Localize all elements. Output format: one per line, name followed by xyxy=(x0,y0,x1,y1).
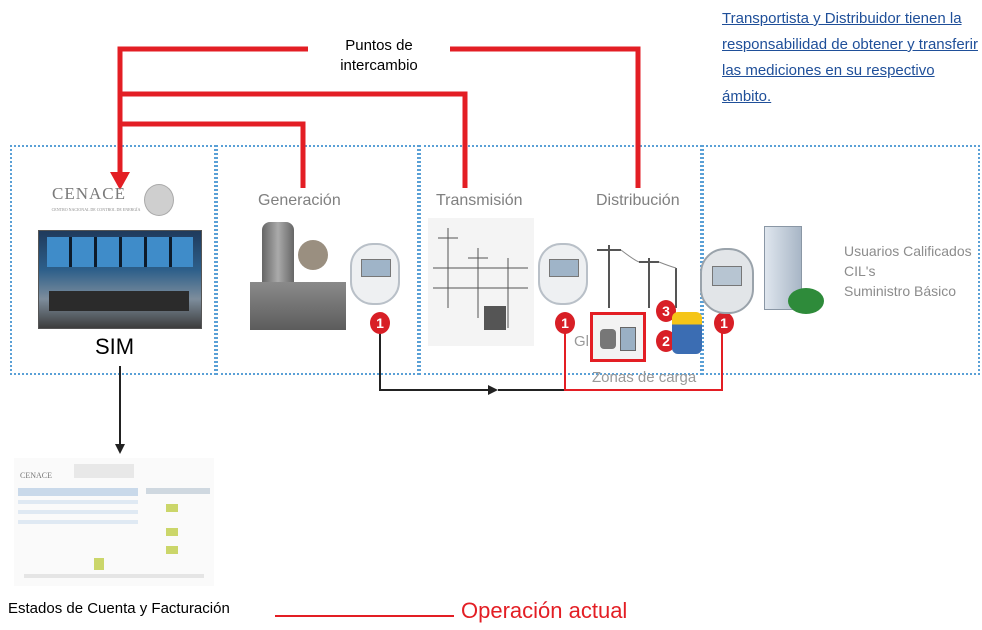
red-meter-line xyxy=(564,320,723,391)
power-plant-image xyxy=(248,222,348,332)
black-arrowhead xyxy=(488,385,498,395)
transmision-label: Transmisión xyxy=(436,192,523,209)
sim-zone xyxy=(10,145,216,375)
invoice-document-image: CENACE xyxy=(14,458,214,586)
estados-cuenta-label: Estados de Cuenta y Facturación xyxy=(8,600,230,617)
meter-icon-transmission xyxy=(538,243,588,305)
exchange-points-label: Puntos de intercambio xyxy=(308,36,450,76)
badge-1-generation: 1 xyxy=(370,312,390,334)
red-arrowhead xyxy=(110,172,130,190)
mexico-seal-icon xyxy=(144,184,174,216)
black-meter-line xyxy=(379,320,490,391)
zonas-de-carga-label: Zonas de carga xyxy=(592,369,697,386)
meter-icon-generation xyxy=(350,243,400,305)
cenace-logo: CENACE CENTRO NACIONAL DE CONTROL DE ENE… xyxy=(46,184,196,224)
badge-1-transmission: 1 xyxy=(555,312,575,334)
zona-carga-highlight xyxy=(590,312,646,362)
red-line-outer xyxy=(117,46,308,180)
distribution-poles-image xyxy=(597,245,677,308)
sim-down-arrowhead xyxy=(115,444,125,454)
responsibility-note[interactable]: Transportista y Distribuidor tienen la r… xyxy=(722,10,978,105)
control-room-image xyxy=(38,230,202,329)
transmission-distribution-zone xyxy=(419,145,702,375)
distribucion-label: Distribución xyxy=(596,192,680,209)
users-label: Usuarios Calificados CIL's Suministro Bá… xyxy=(844,243,972,299)
red-line-transmision xyxy=(120,91,468,188)
red-line-generacion xyxy=(120,121,306,188)
sim-label: SIM xyxy=(95,334,135,359)
generation-zone xyxy=(216,145,419,375)
svg-text:CENACE: CENACE xyxy=(20,471,52,480)
building-image xyxy=(758,222,828,320)
operacion-actual-label: Operación actual xyxy=(461,598,628,623)
cenace-logo-subtext: CENTRO NACIONAL DE CONTROL DE ENERGÍA xyxy=(51,207,141,212)
badge-2-distribution: 2 xyxy=(656,330,676,352)
generacion-label: Generación xyxy=(258,192,341,209)
workers-image xyxy=(672,312,702,354)
meter-icon-users xyxy=(700,248,754,314)
cenace-logo-text: CENACE xyxy=(52,184,126,203)
red-line-right xyxy=(450,46,641,188)
badge-3-distribution: 3 xyxy=(656,300,676,322)
gi-label: Gl xyxy=(574,333,589,350)
badge-1-users: 1 xyxy=(714,312,734,334)
substation-image xyxy=(428,218,534,346)
